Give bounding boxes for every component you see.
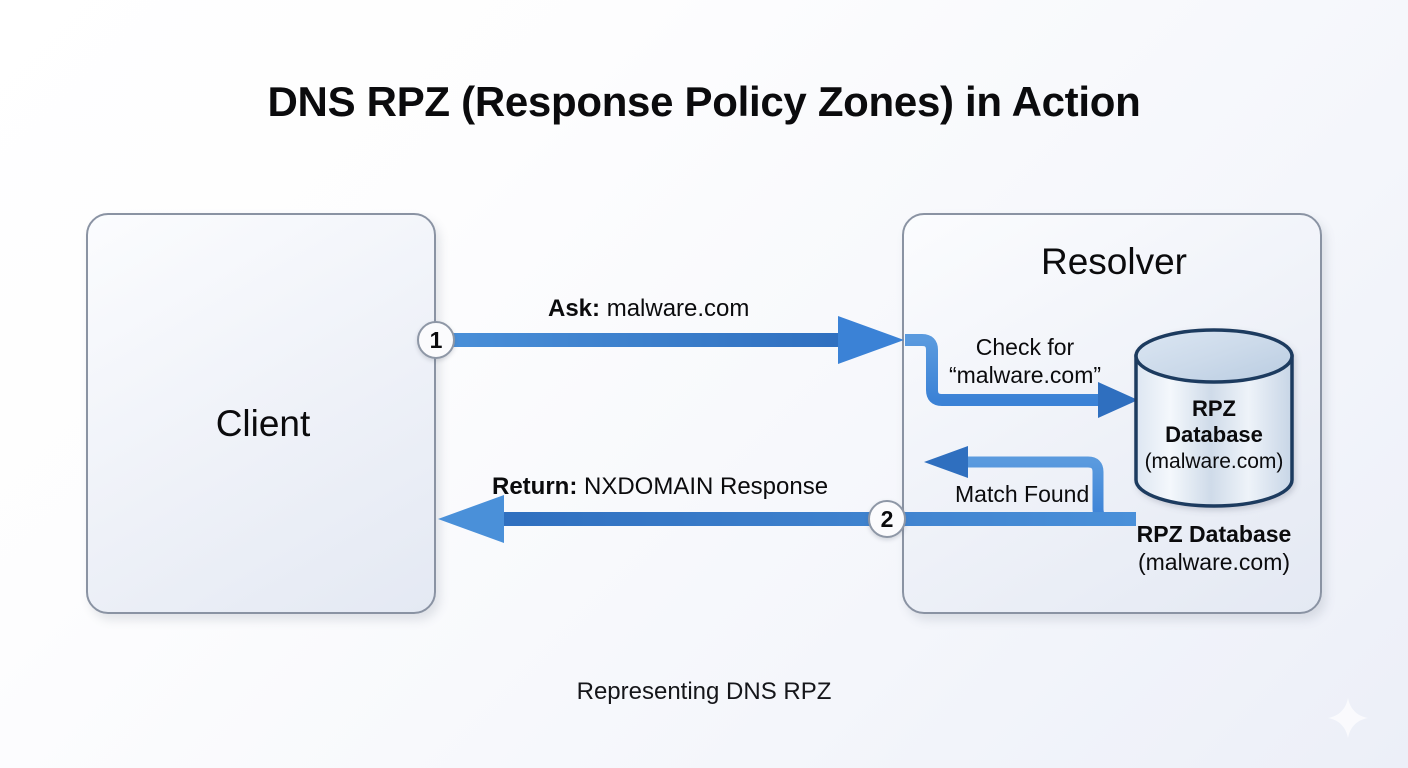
database-caption: RPZ Database (malware.com) [1108, 521, 1320, 576]
database-inner-title2: Database [1165, 422, 1263, 448]
edge-ask-arrow [436, 316, 904, 364]
edge-label-return: Return: NXDOMAIN Response [492, 473, 828, 501]
edge-label-return-text: NXDOMAIN Response [577, 473, 829, 500]
database-caption-title: RPZ Database [1136, 521, 1292, 547]
edge-label-return-prefix: Return: [492, 473, 578, 500]
node-resolver-label: Resolver [1041, 241, 1187, 282]
edge-label-check: Check for “malware.com” [930, 333, 1120, 389]
node-client-label: Client [215, 403, 311, 444]
step-badge-2: 2 [868, 500, 906, 538]
edge-label-ask: Ask: malware.com [548, 295, 749, 323]
database-inner-sub: (malware.com) [1144, 449, 1284, 473]
node-client: Client [86, 213, 436, 614]
edge-label-check-line1: Check for [975, 334, 1075, 360]
database-inner-text: RPZ Database (malware.com) [1128, 396, 1300, 474]
edge-label-ask-text: malware.com [600, 295, 750, 322]
edge-label-ask-prefix: Ask: [548, 295, 601, 322]
step-badge-1: 1 [417, 321, 455, 359]
edge-label-check-line2: “malware.com” [948, 362, 1102, 389]
edge-label-match: Match Found [955, 481, 1090, 507]
sparkle-icon [1328, 698, 1368, 738]
footer-caption: Representing DNS RPZ [576, 678, 832, 705]
page-title: DNS RPZ (Response Policy Zones) in Actio… [267, 78, 1141, 125]
database-caption-sub: (malware.com) [1137, 548, 1291, 575]
database-inner-title: RPZ [1192, 396, 1236, 421]
